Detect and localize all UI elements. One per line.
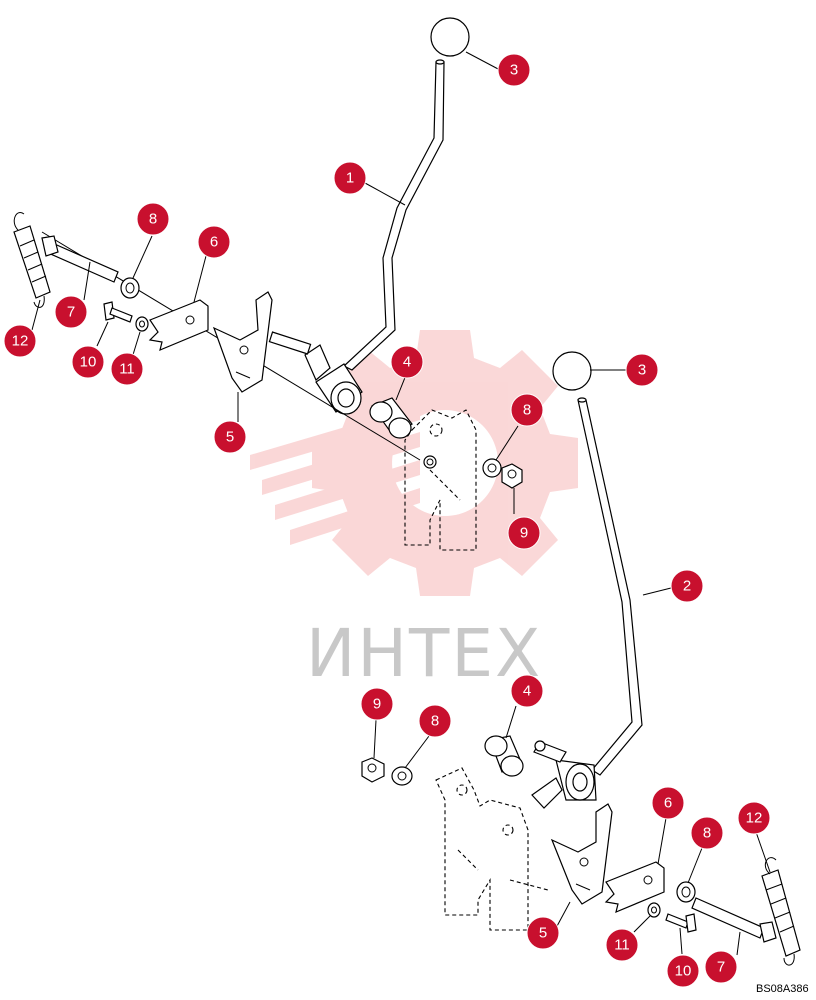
- svg-text:10: 10: [675, 963, 692, 980]
- bracket-top-dashed: [404, 409, 477, 551]
- svg-text:7: 7: [67, 304, 75, 321]
- washer-bottom-left: [391, 766, 413, 786]
- nut-top-center: [423, 455, 437, 469]
- callout-1: 1: [333, 161, 367, 195]
- bolt-long-bottom: [691, 897, 777, 943]
- callout-6-top: 6: [197, 225, 231, 259]
- nut-top-right: [501, 463, 523, 489]
- callout-5-bottom: 5: [526, 916, 560, 950]
- washer-top-right: [482, 458, 502, 478]
- svg-text:6: 6: [664, 795, 672, 812]
- callout-8-bottom-right: 8: [690, 816, 724, 850]
- plate-top: [148, 299, 209, 352]
- svg-text:3: 3: [510, 62, 518, 79]
- spring-top-left: [13, 212, 51, 308]
- bolt-small-top: [103, 301, 133, 323]
- washer-bottom-right: [676, 881, 696, 903]
- callout-3-bottom: 3: [625, 353, 659, 387]
- svg-text:12: 12: [12, 333, 29, 350]
- svg-text:8: 8: [523, 402, 531, 419]
- leader-lines: [31, 51, 771, 956]
- bolt-long-top: [41, 235, 119, 283]
- callout-7-top: 7: [54, 295, 88, 329]
- svg-text:5: 5: [226, 429, 234, 446]
- svg-text:4: 4: [523, 683, 531, 700]
- bushing-top: [369, 397, 413, 439]
- knob-bottom: [552, 351, 592, 391]
- svg-text:6: 6: [210, 234, 218, 251]
- drawing-code: BS08A386: [756, 983, 809, 995]
- plate-bottom: [604, 861, 665, 914]
- callout-10-top: 10: [71, 345, 105, 379]
- svg-text:11: 11: [614, 937, 630, 954]
- callout-4-bottom: 4: [510, 674, 544, 708]
- callout-5-top: 5: [213, 420, 247, 454]
- svg-text:8: 8: [431, 713, 439, 730]
- callout-11-bottom: 11: [605, 928, 639, 962]
- lever-hub-bottom: [531, 740, 597, 809]
- bracket-bottom: [550, 803, 613, 905]
- svg-text:8: 8: [703, 825, 711, 842]
- callout-8-top-left: 8: [136, 202, 170, 236]
- svg-text:9: 9: [373, 696, 381, 713]
- bushing-bottom: [484, 735, 524, 777]
- callouts: 1 2 3 3 4 4 5 5 6 6 7 7 8 8 8 8 9 9 10 1…: [3, 53, 771, 988]
- callout-10-bottom: 10: [666, 954, 700, 988]
- nut-bottom-left: [361, 757, 385, 783]
- callout-7-bottom: 7: [704, 950, 738, 984]
- callout-3-top: 3: [497, 53, 531, 87]
- svg-text:2: 2: [683, 578, 691, 595]
- washer-top-left: [120, 277, 140, 299]
- bracket-bottom-dashed: [435, 767, 549, 931]
- lockwasher-bottom: [647, 902, 661, 918]
- callout-4-top: 4: [390, 345, 424, 379]
- callout-6-bottom: 6: [651, 786, 685, 820]
- callout-11-top: 11: [110, 352, 144, 386]
- svg-text:3: 3: [638, 362, 646, 379]
- callout-2: 2: [670, 569, 704, 603]
- svg-text:1: 1: [346, 170, 354, 187]
- callout-9-bottom: 9: [360, 687, 394, 721]
- knob-top: [430, 17, 470, 57]
- callout-8-top-right: 8: [510, 393, 544, 427]
- lever-1: [342, 59, 445, 371]
- svg-text:8: 8: [149, 211, 157, 228]
- callout-12-top: 12: [3, 324, 37, 358]
- svg-text:9: 9: [520, 525, 528, 542]
- svg-text:7: 7: [717, 959, 725, 976]
- callout-8-bottom-left: 8: [418, 704, 452, 738]
- svg-text:12: 12: [746, 810, 763, 827]
- bolt-small-bottom: [665, 913, 697, 933]
- callout-9-top: 9: [507, 516, 541, 550]
- lever-2: [577, 397, 643, 776]
- watermark-text: ИНТЕХ: [306, 615, 542, 692]
- callout-12-bottom: 12: [737, 801, 771, 835]
- svg-text:5: 5: [539, 925, 547, 942]
- svg-text:4: 4: [403, 354, 411, 371]
- bracket-top: [212, 291, 273, 393]
- lever-hub-top: [268, 331, 363, 415]
- spring-bottom-right: [761, 857, 801, 966]
- svg-text:11: 11: [119, 361, 135, 378]
- lockwasher-top: [135, 316, 149, 332]
- svg-text:10: 10: [80, 354, 97, 371]
